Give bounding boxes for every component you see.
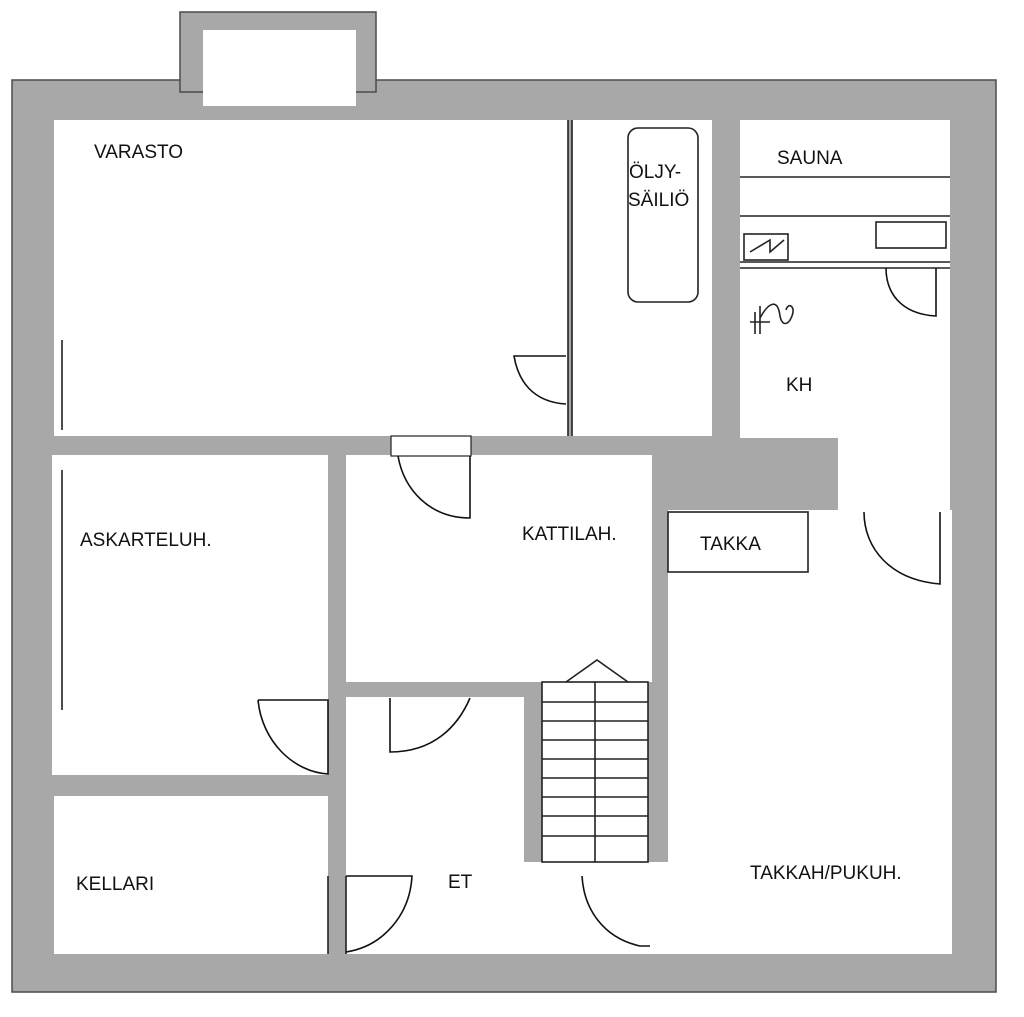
label-kellari: KELLARI [76, 874, 154, 895]
oljysailio-floor [572, 120, 712, 436]
kellari-floor [54, 796, 328, 954]
label-kattilah: KATTILAH. [522, 524, 617, 545]
room-labels: VARASTO ÖLJY- SÄILIÖ SAUNA KH ASKARTELUH… [76, 142, 902, 895]
door-takkah [581, 875, 650, 947]
door-kh [885, 267, 937, 317]
label-oljy-line1: ÖLJY- [629, 162, 681, 183]
label-kh: KH [786, 375, 812, 396]
label-oljy-line2: SÄILIÖ [628, 190, 689, 211]
et-takkah-opening [652, 862, 672, 954]
label-askarteluh: ASKARTELUH. [80, 530, 212, 551]
label-varasto: VARASTO [94, 142, 183, 163]
sauna-fixtures [743, 221, 947, 261]
label-et: ET [448, 872, 473, 893]
door-takkah-kh [863, 511, 941, 585]
bay-window-niche [203, 30, 356, 106]
kh-corner-floor [838, 438, 950, 510]
et-floor-lower [346, 862, 666, 954]
staircase [541, 659, 649, 863]
door-kattilah-top [397, 455, 471, 519]
askarteluh-floor [52, 455, 328, 775]
takka-fireplace [667, 511, 809, 573]
room-floors [52, 30, 952, 954]
varasto-floor [54, 120, 568, 436]
kattilah-floor [346, 455, 652, 682]
label-takka: TAKKA [700, 534, 761, 555]
shower-icon [750, 303, 794, 334]
label-sauna: SAUNA [777, 148, 843, 169]
oil-tank [627, 127, 699, 303]
door-askarteluh [257, 699, 329, 775]
partitions [61, 120, 950, 954]
door-kattilah-bottom [389, 697, 471, 753]
label-takkah: TAKKAH/PUKUH. [750, 863, 902, 884]
sauna-bench [875, 221, 947, 249]
door-kellari [345, 875, 413, 953]
takkah-floor [668, 510, 952, 954]
sauna-kh-floor [740, 120, 950, 438]
door-varasto [513, 355, 567, 405]
door-opening-varasto [390, 435, 472, 457]
door-swings [257, 267, 941, 953]
sauna-stove [743, 233, 789, 261]
